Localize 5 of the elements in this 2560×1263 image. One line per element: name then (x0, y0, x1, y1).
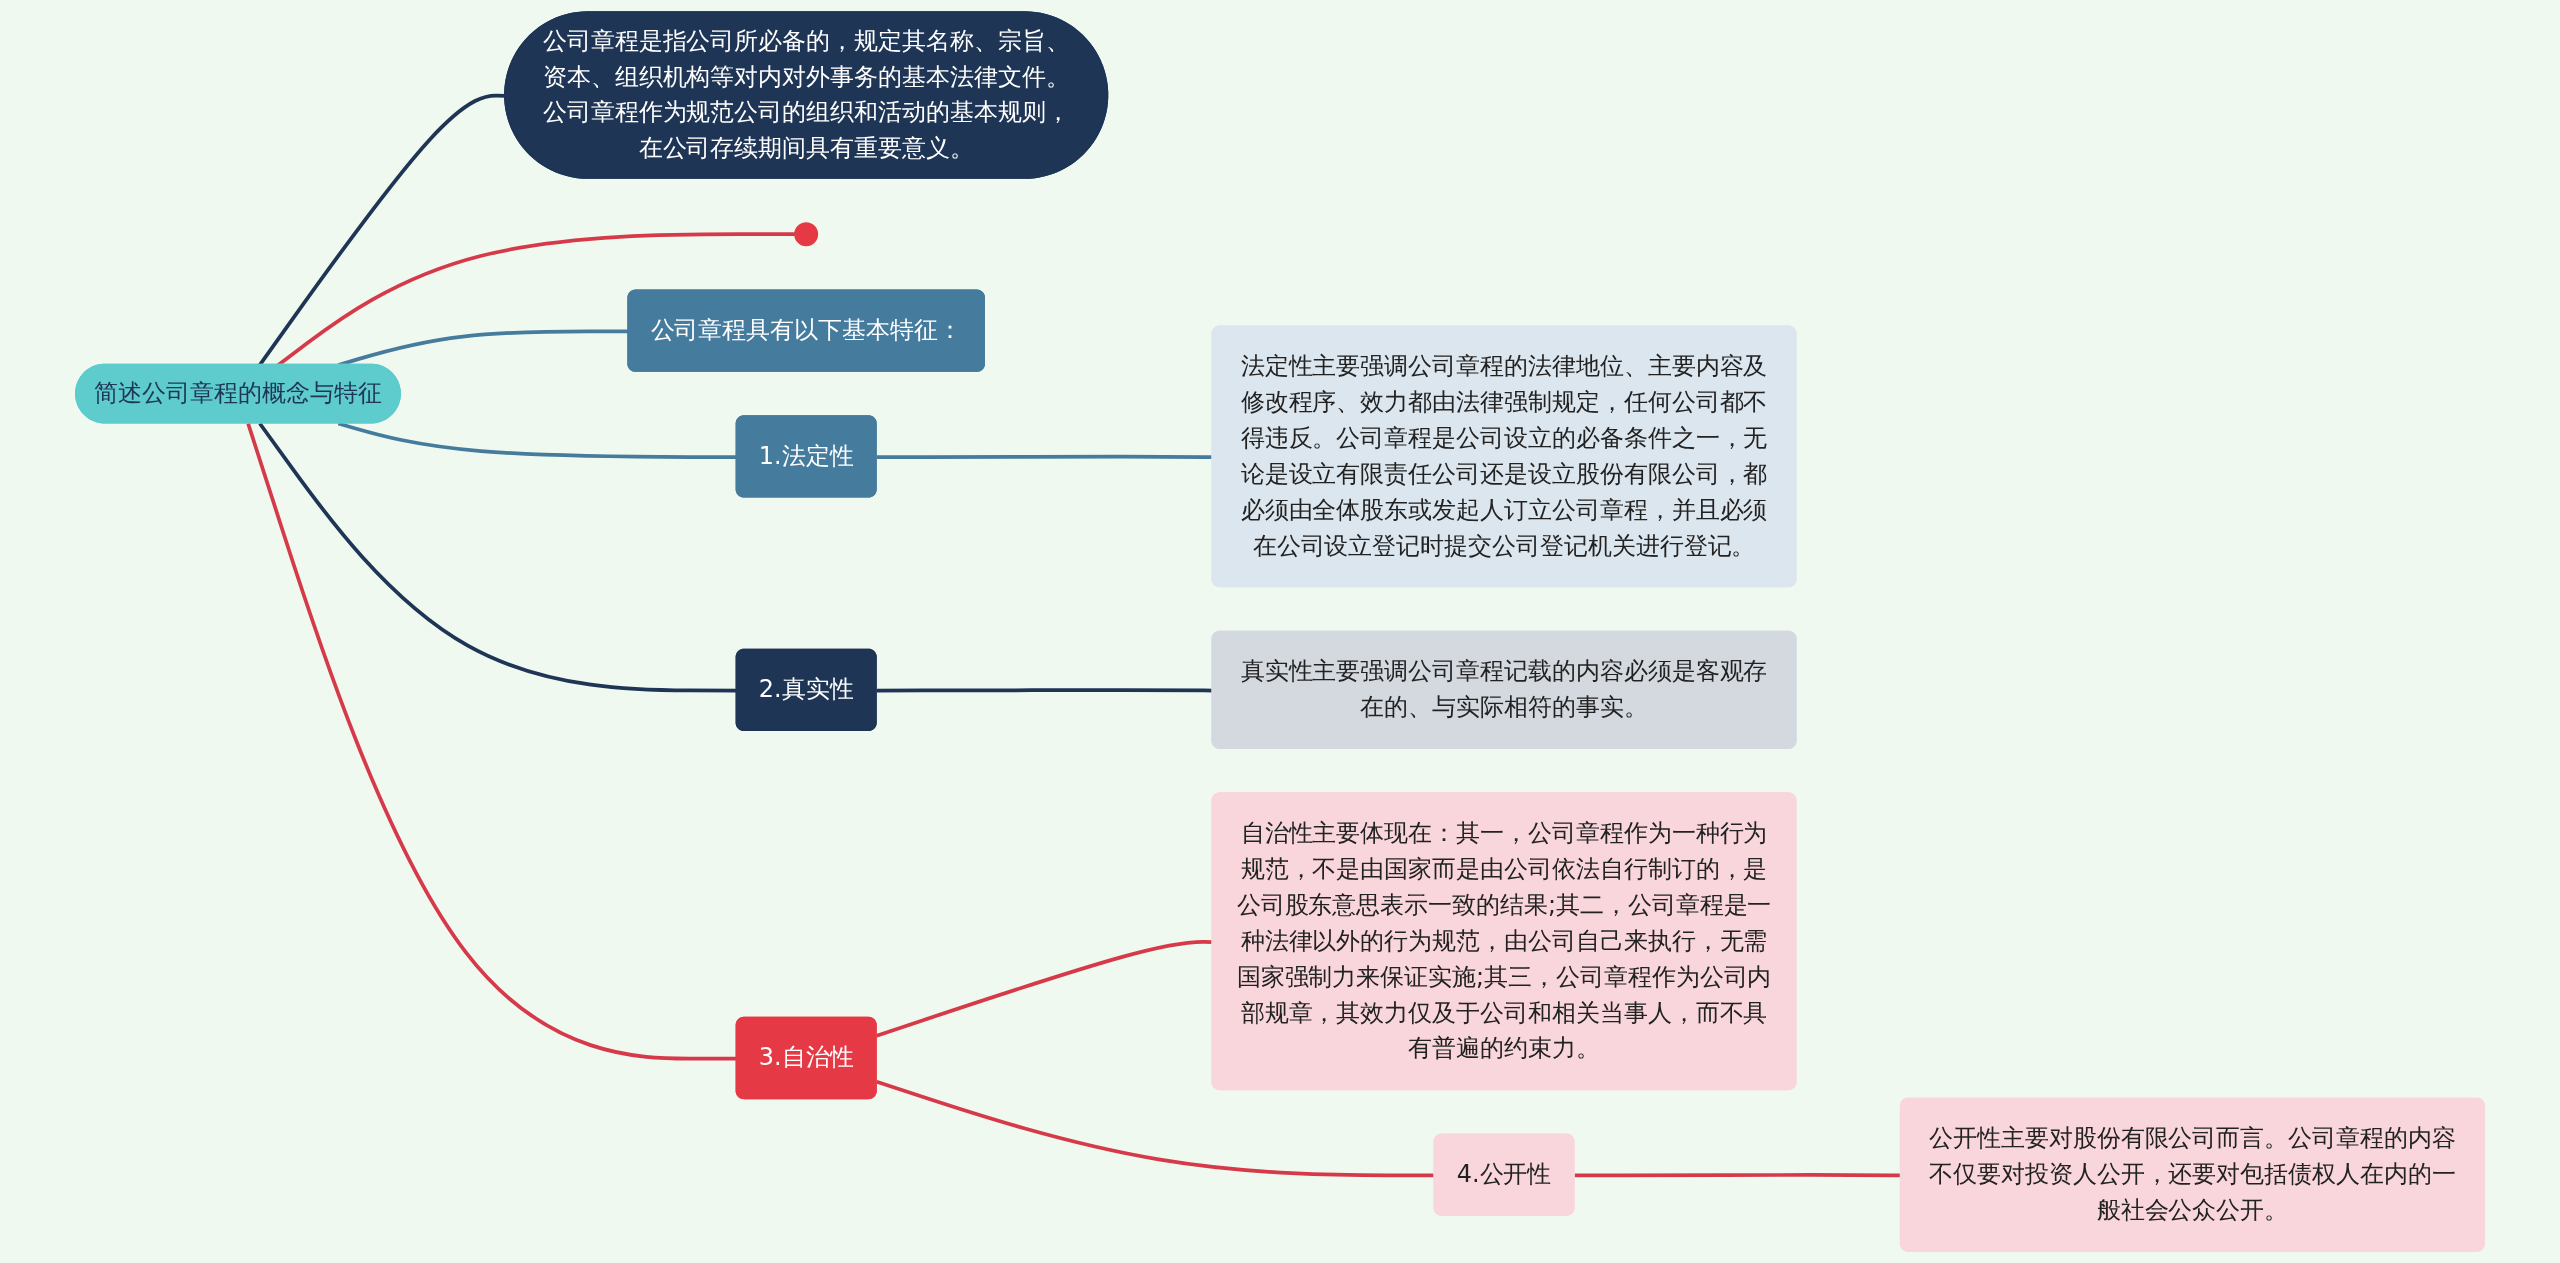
connector (876, 940, 1213, 1038)
connector (876, 454, 1213, 460)
connector (876, 1080, 1435, 1178)
connector (876, 688, 1213, 693)
node-circle (794, 222, 819, 247)
